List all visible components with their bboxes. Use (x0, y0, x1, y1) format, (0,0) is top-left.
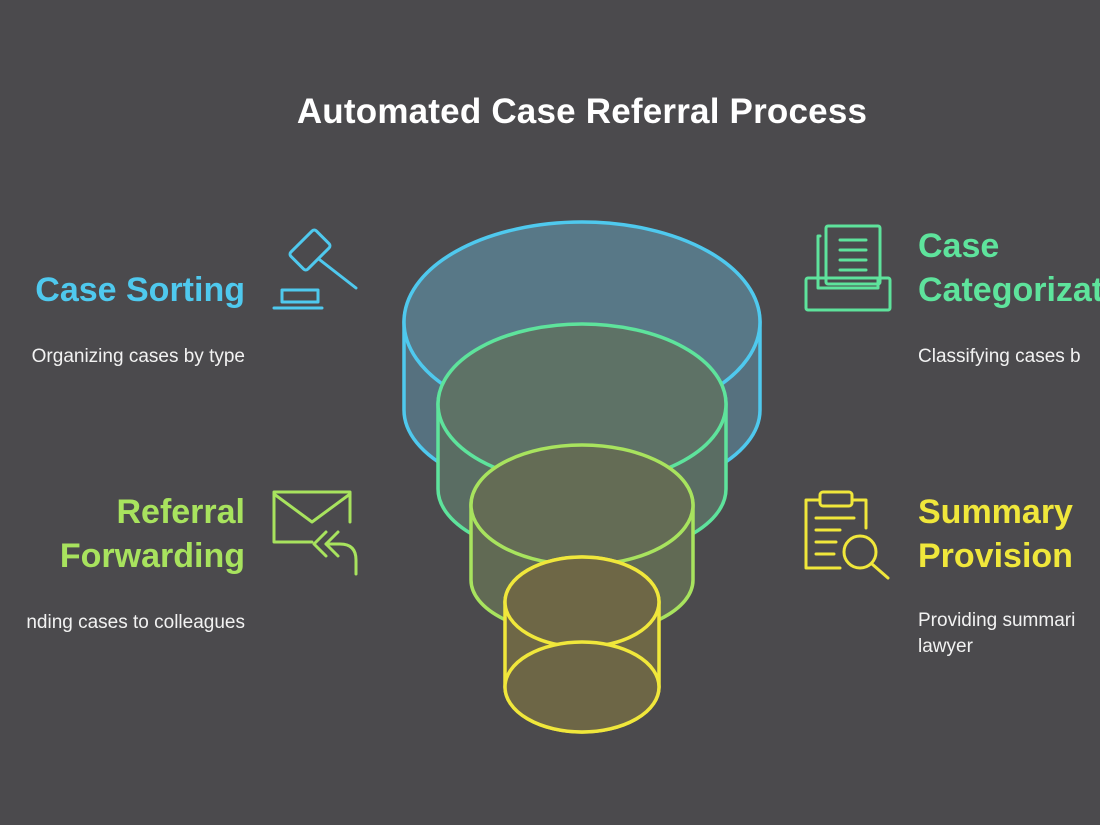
gavel-icon (272, 228, 358, 310)
stage-desc-case-sorting: Organizing cases by type (31, 346, 245, 367)
inbox-document-icon (804, 224, 892, 312)
stage-desc-summary-provision-line2: lawyer (918, 636, 973, 657)
stage-label-summary-provision-line2: Provision (918, 537, 1073, 575)
clipboard-search-icon (804, 490, 890, 580)
stage-desc-referral-forwarding: nding cases to colleagues (26, 612, 245, 633)
stage-label-case-categorization-line2: Categorizat (918, 271, 1100, 309)
stage-label-referral-forwarding-line1: Referral (116, 493, 245, 531)
stage-label-referral-forwarding-line2: Forwarding (59, 537, 245, 575)
cylinder-4-yellow (503, 555, 661, 734)
stage-label-case-sorting: Case Sorting (35, 271, 245, 309)
stage-desc-case-categorization: Classifying cases b (918, 346, 1081, 367)
stage-label-summary-provision-line1: Summary (918, 493, 1073, 531)
forward-mail-icon (272, 490, 358, 576)
stage-label-case-categorization-line1: Case (918, 227, 1000, 265)
stage-desc-summary-provision-line1: Providing summari (918, 610, 1076, 631)
diagram-title: Automated Case Referral Process (296, 92, 868, 131)
